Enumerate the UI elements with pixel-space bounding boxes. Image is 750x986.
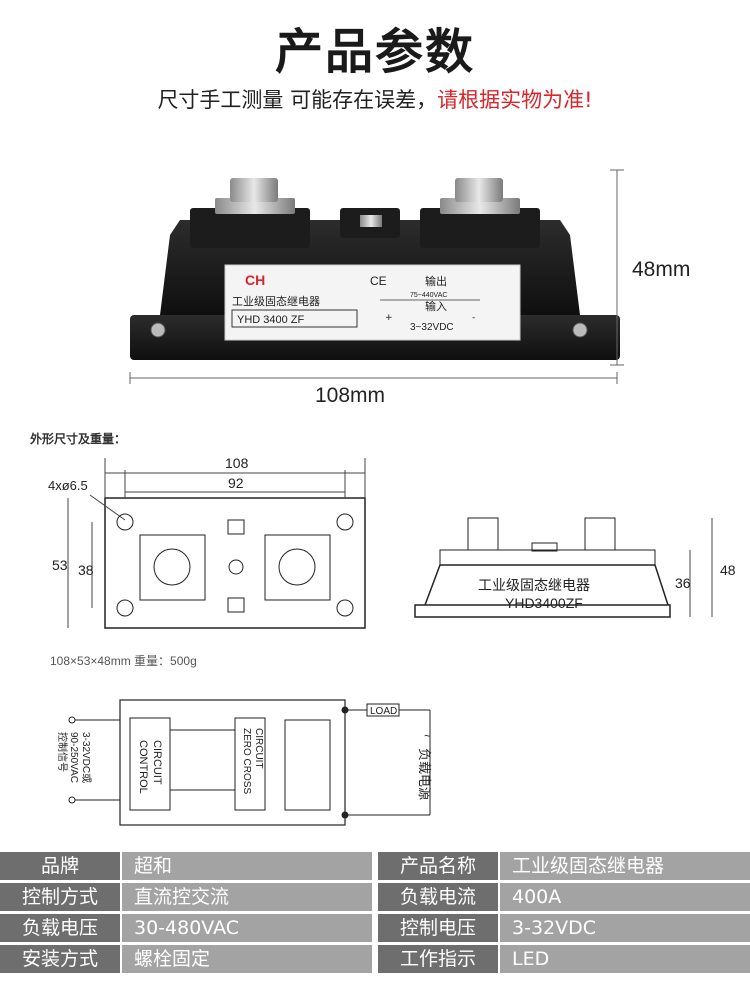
spec-key: 安装方式 bbox=[0, 945, 120, 973]
label-input: 输入 bbox=[425, 299, 447, 313]
dim-108: 108 bbox=[225, 455, 249, 471]
page-title: 产品参数 bbox=[274, 24, 475, 80]
spec-key: 负载电压 bbox=[0, 914, 120, 942]
spec-key: 负载电流 bbox=[378, 883, 498, 911]
dim-48: 48 bbox=[720, 562, 736, 578]
measurement-note: 尺寸手工测量 可能存在误差，请根据实物为准! bbox=[0, 84, 750, 114]
spec-row: 控制方式 直流控交流 负载电流 400A bbox=[0, 883, 750, 911]
zero-cross-line1: ZERO CROSS bbox=[241, 728, 252, 794]
spec-value: 30-480VAC bbox=[122, 914, 372, 942]
spec-value: LED bbox=[500, 945, 750, 973]
width-dimension: 108mm bbox=[315, 384, 386, 407]
power-tilde: ~ bbox=[424, 729, 431, 743]
spec-key: 控制电压 bbox=[378, 914, 498, 942]
product-photo: CH 工业级固态继电器 YHD 3400 ZF CE 输出 75~440VAC … bbox=[129, 169, 624, 384]
dim-53: 53 bbox=[52, 557, 68, 573]
dim-92: 92 bbox=[228, 475, 244, 491]
label-model: YHD 3400 ZF bbox=[237, 314, 305, 326]
dim-36: 36 bbox=[675, 575, 691, 591]
side-label-name: 工业级固态继电器 bbox=[478, 578, 590, 594]
dim-38: 38 bbox=[78, 562, 94, 578]
control-circuit-line2: CIRCUIT bbox=[151, 740, 163, 785]
spec-key: 工作指示 bbox=[378, 945, 498, 973]
spec-row: 品牌 超和 产品名称 工业级固态继电器 bbox=[0, 852, 750, 880]
input-signal-line1: 3-32VDC或 bbox=[80, 732, 92, 783]
spec-row: 负载电压 30-480VAC 控制电压 3-32VDC bbox=[0, 914, 750, 942]
input-signal-line2: 90-250VAC bbox=[68, 732, 79, 783]
spec-row: 安装方式 螺栓固定 工作指示 LED bbox=[0, 945, 750, 973]
label-ce: CE bbox=[370, 274, 387, 288]
power-label: 负载电源 bbox=[416, 748, 431, 800]
spec-value: 螺栓固定 bbox=[122, 945, 372, 973]
hole-spec: 4xø6.5 bbox=[48, 478, 88, 493]
brand-logo: CH bbox=[245, 272, 265, 288]
spec-value: 直流控交流 bbox=[122, 883, 372, 911]
circuit-diagram: CONTROL CIRCUIT ZERO CROSS CIRCUIT LOAD … bbox=[56, 699, 431, 826]
spec-value: 3-32VDC bbox=[500, 914, 750, 942]
spec-value: 400A bbox=[500, 883, 750, 911]
spec-key: 产品名称 bbox=[378, 852, 498, 880]
control-circuit-line1: CONTROL bbox=[137, 740, 149, 794]
note-normal: 尺寸手工测量 可能存在误差， bbox=[157, 88, 438, 112]
zero-cross-line2: CIRCUIT bbox=[253, 728, 264, 769]
side-label-model: YHD3400ZF bbox=[505, 595, 583, 611]
spec-key: 控制方式 bbox=[0, 883, 120, 911]
load-label: LOAD bbox=[370, 706, 397, 717]
height-dimension: 48mm bbox=[632, 258, 691, 281]
technical-drawing: 108 92 4xø6.5 53 38 工业级固态继电器 YHD3400ZF 3… bbox=[48, 455, 736, 629]
label-minus: - bbox=[472, 313, 475, 323]
input-signal-line3: 控制信号 bbox=[56, 732, 69, 772]
label-input-range: 3~32VDC bbox=[410, 322, 454, 333]
note-warning: 请根据实物为准! bbox=[437, 88, 593, 112]
label-plus: + bbox=[385, 313, 393, 323]
spec-value: 工业级固态继电器 bbox=[500, 852, 750, 880]
label-name: 工业级固态继电器 bbox=[232, 295, 320, 308]
spec-key: 品牌 bbox=[0, 852, 120, 880]
label-output-range: 75~440VAC bbox=[410, 292, 447, 299]
spec-value: 超和 bbox=[122, 852, 372, 880]
size-weight: 108×53×48mm 重量：500g bbox=[50, 654, 197, 668]
section-title: 外形尺寸及重量： bbox=[30, 432, 127, 446]
label-output: 输出 bbox=[425, 274, 447, 288]
